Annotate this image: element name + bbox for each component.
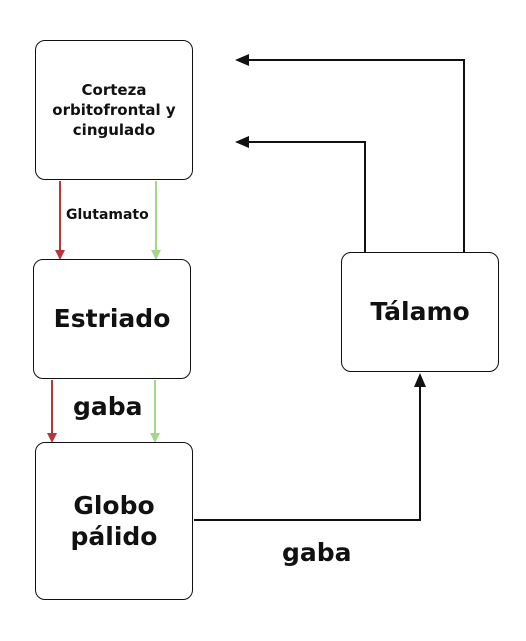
node-corteza: Corteza orbitofrontal y cingulado [35, 40, 193, 180]
arrow-globo-talamo [194, 373, 426, 521]
arrow-talamo-corteza-inner [235, 136, 366, 252]
node-globo-palido-label: Globo pálido [70, 491, 158, 551]
edge-label-glutamato: Glutamato [66, 207, 149, 223]
node-estriado: Estriado [33, 259, 191, 379]
node-estriado-label: Estriado [53, 304, 171, 333]
node-globo-palido: Globo pálido [35, 442, 193, 600]
edge-label-gaba-globo-talamo: gaba [282, 538, 352, 567]
edge-label-gaba-estriado-globo: gaba [73, 392, 143, 421]
node-talamo: Tálamo [341, 252, 499, 372]
node-corteza-label: Corteza orbitofrontal y cingulado [52, 81, 176, 139]
arrow-talamo-corteza-outer [235, 54, 465, 252]
node-talamo-label: Tálamo [370, 297, 470, 326]
